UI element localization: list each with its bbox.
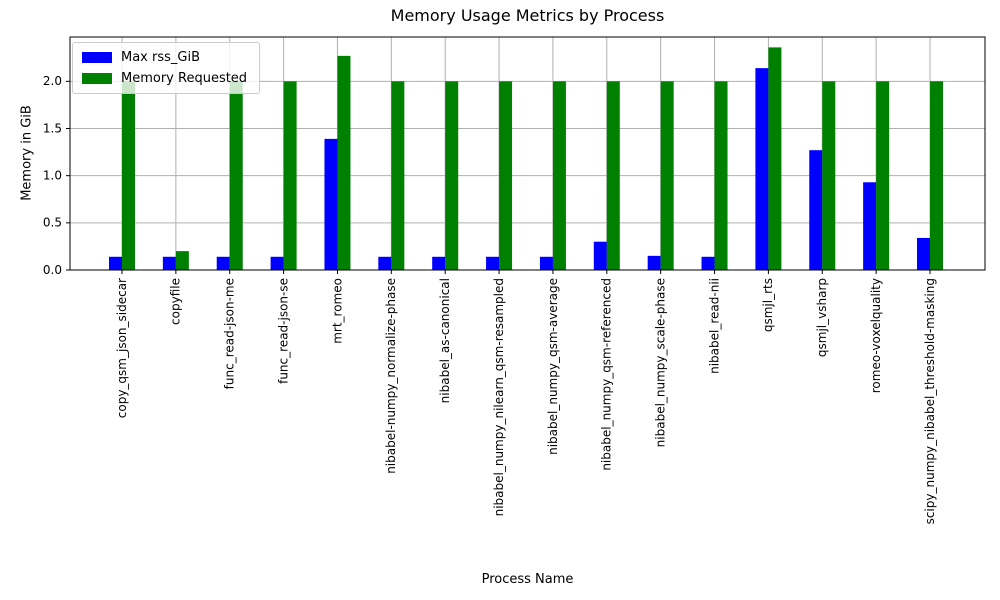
x-tick-label: nibabel_numpy_scale-phase — [654, 278, 668, 447]
x-tick-label: nibabel_read-nii — [707, 278, 721, 374]
bar-max-rss-10 — [647, 255, 661, 270]
bar-memory-requested-6 — [445, 81, 459, 270]
bar-max-rss-13 — [809, 150, 823, 270]
bar-memory-requested-9 — [606, 81, 620, 270]
x-tick-label: copyfile — [169, 278, 183, 325]
bar-max-rss-9 — [593, 241, 607, 270]
bar-memory-requested-12 — [768, 47, 782, 270]
bar-max-rss-15 — [917, 237, 930, 270]
x-tick-label: nibabel_numpy_qsm-average — [546, 278, 560, 455]
bar-max-rss-4 — [324, 138, 338, 270]
legend-swatch-max-rss — [82, 52, 112, 63]
x-tick-label: qsmjl_vsharp — [815, 278, 829, 357]
x-tick-label: copy_qsm_json_sidecar — [115, 278, 129, 418]
y-tick-label: 2.0 — [43, 74, 62, 88]
legend-item-memory-requested: Memory Requested — [82, 71, 247, 86]
bar-max-rss-3 — [270, 256, 284, 270]
x-tick-label: nibabel-numpy_normalize-phase — [384, 278, 398, 474]
x-tick-label: romeo-voxelquality — [869, 278, 883, 393]
y-tick-label: 0.0 — [43, 263, 62, 277]
bar-memory-requested-13 — [822, 81, 836, 270]
x-tick-label: nibabel_as-canonical — [438, 278, 452, 403]
bar-memory-requested-3 — [283, 81, 297, 270]
y-tick-label: 1.0 — [43, 169, 62, 183]
bar-memory-requested-2 — [229, 81, 243, 270]
legend-label-memory-requested: Memory Requested — [121, 71, 248, 86]
bar-memory-requested-15 — [930, 81, 943, 270]
bar-max-rss-6 — [432, 256, 446, 270]
bar-memory-requested-10 — [660, 81, 674, 270]
bar-max-rss-8 — [539, 256, 553, 270]
x-tick-label: nibabel_numpy_nilearn_qsm-resampled — [492, 278, 506, 516]
bar-max-rss-7 — [486, 256, 500, 270]
legend-item-max-rss: Max rss_GiB — [82, 50, 247, 65]
x-tick-label: mrt_romeo — [330, 278, 344, 344]
legend-swatch-memory-requested — [82, 73, 112, 84]
x-tick-label: qsmjl_rts — [761, 278, 775, 332]
bar-memory-requested-0 — [122, 81, 135, 270]
bar-max-rss-0 — [109, 256, 122, 270]
x-tick-label: scipy_numpy_nibabel_threshold-masking — [923, 278, 937, 524]
bar-memory-requested-5 — [391, 81, 405, 270]
bar-max-rss-2 — [216, 256, 230, 270]
bar-memory-requested-7 — [499, 81, 513, 270]
bar-max-rss-14 — [863, 182, 877, 270]
x-axis-label: Process Name — [481, 572, 574, 587]
bar-memory-requested-14 — [876, 81, 890, 270]
y-tick-label: 1.5 — [43, 121, 62, 135]
bar-max-rss-11 — [701, 256, 715, 270]
bar-max-rss-12 — [755, 68, 769, 271]
legend: Max rss_GiB Memory Requested — [72, 42, 261, 94]
bar-max-rss-5 — [378, 256, 392, 270]
bar-memory-requested-8 — [552, 81, 566, 270]
chart-title: Memory Usage Metrics by Process — [390, 6, 665, 25]
bar-max-rss-1 — [162, 256, 176, 270]
bar-memory-requested-4 — [337, 55, 351, 271]
y-tick-label: 0.5 — [43, 216, 62, 230]
x-tick-label: func_read-json-me — [223, 278, 237, 389]
bar-memory-requested-11 — [714, 81, 728, 270]
axes-box — [69, 36, 986, 271]
x-tick-label: nibabel_numpy_qsm-referenced — [600, 278, 614, 471]
bar-memory-requested-1 — [175, 251, 189, 270]
x-tick-label: func_read-json-se — [276, 278, 290, 384]
y-axis-label: Memory in GiB — [19, 105, 35, 201]
legend-label-max-rss: Max rss_GiB — [121, 50, 201, 65]
